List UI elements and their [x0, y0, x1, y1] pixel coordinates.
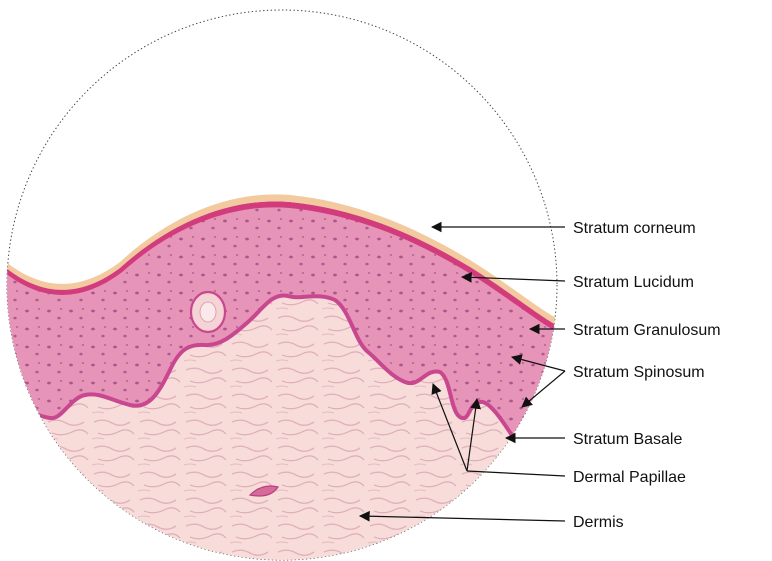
layer-labels: Stratum corneum Stratum Lucidum Stratum …: [573, 220, 721, 531]
label-stratum-granulosum: Stratum Granulosum: [573, 322, 721, 339]
label-stratum-corneum: Stratum corneum: [573, 220, 696, 237]
label-stratum-lucidum: Stratum Lucidum: [573, 274, 694, 291]
label-stratum-basale: Stratum Basale: [573, 431, 682, 448]
papilla-vessel-lumen: [200, 302, 216, 322]
label-stratum-spinosum: Stratum Spinosum: [573, 364, 705, 381]
tissue-section: [0, 194, 560, 561]
label-dermis: Dermis: [573, 514, 624, 531]
label-dermal-papillae: Dermal Papillae: [573, 469, 686, 486]
